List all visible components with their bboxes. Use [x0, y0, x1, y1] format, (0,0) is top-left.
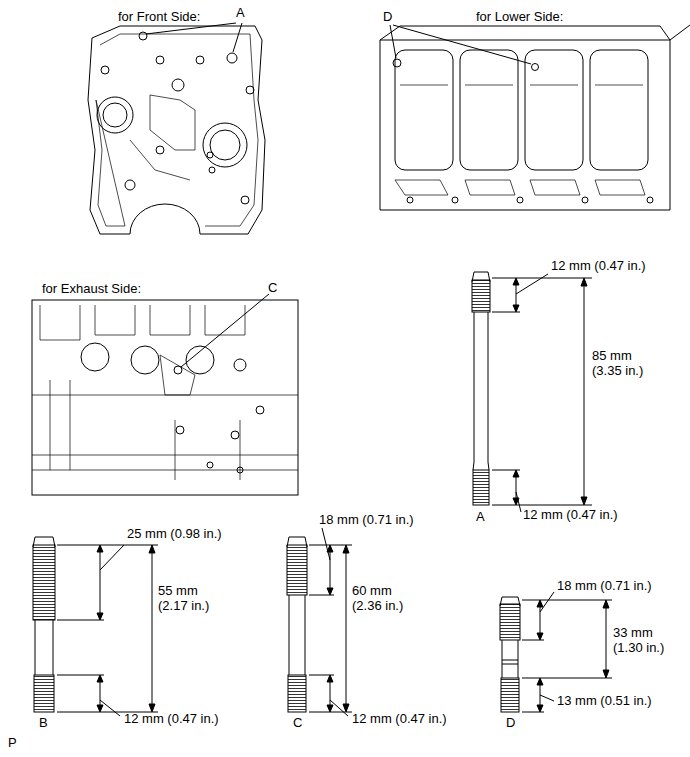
callout-letter: A	[476, 509, 485, 524]
callout-letter: D	[506, 715, 515, 730]
view-caption: for Exhaust Side:	[42, 281, 141, 296]
view-caption: for Lower Side:	[476, 9, 563, 24]
dimension-label: 12 mm (0.47 in.)	[551, 258, 646, 273]
dimension-label: 25 mm (0.98 in.)	[127, 526, 222, 541]
dimension-label: 18 mm (0.71 in.)	[319, 512, 414, 527]
callout-letter: A	[236, 5, 245, 20]
dimension-label: 13 mm (0.51 in.)	[557, 693, 652, 708]
view-caption: for Front Side:	[118, 9, 200, 24]
dimension-label: 33 mm (1.30 in.)	[613, 625, 679, 655]
callout-letter: B	[39, 715, 48, 730]
dimension-label: 12 mm (0.47 in.)	[352, 711, 447, 726]
dimension-label: 60 mm (2.36 in.)	[352, 583, 418, 613]
dimension-label: 12 mm (0.47 in.)	[124, 711, 219, 726]
callout-letter: D	[383, 9, 392, 24]
dimension-label: 85 mm (3.35 in.)	[592, 348, 658, 378]
dimension-label: 18 mm (0.71 in.)	[557, 578, 652, 593]
dimension-label: 55 mm (2.17 in.)	[158, 583, 224, 613]
callout-letter: C	[293, 715, 302, 730]
dimension-label: 12 mm (0.47 in.)	[523, 507, 618, 522]
figure-code: P	[8, 735, 17, 750]
callout-letter: C	[268, 280, 277, 295]
